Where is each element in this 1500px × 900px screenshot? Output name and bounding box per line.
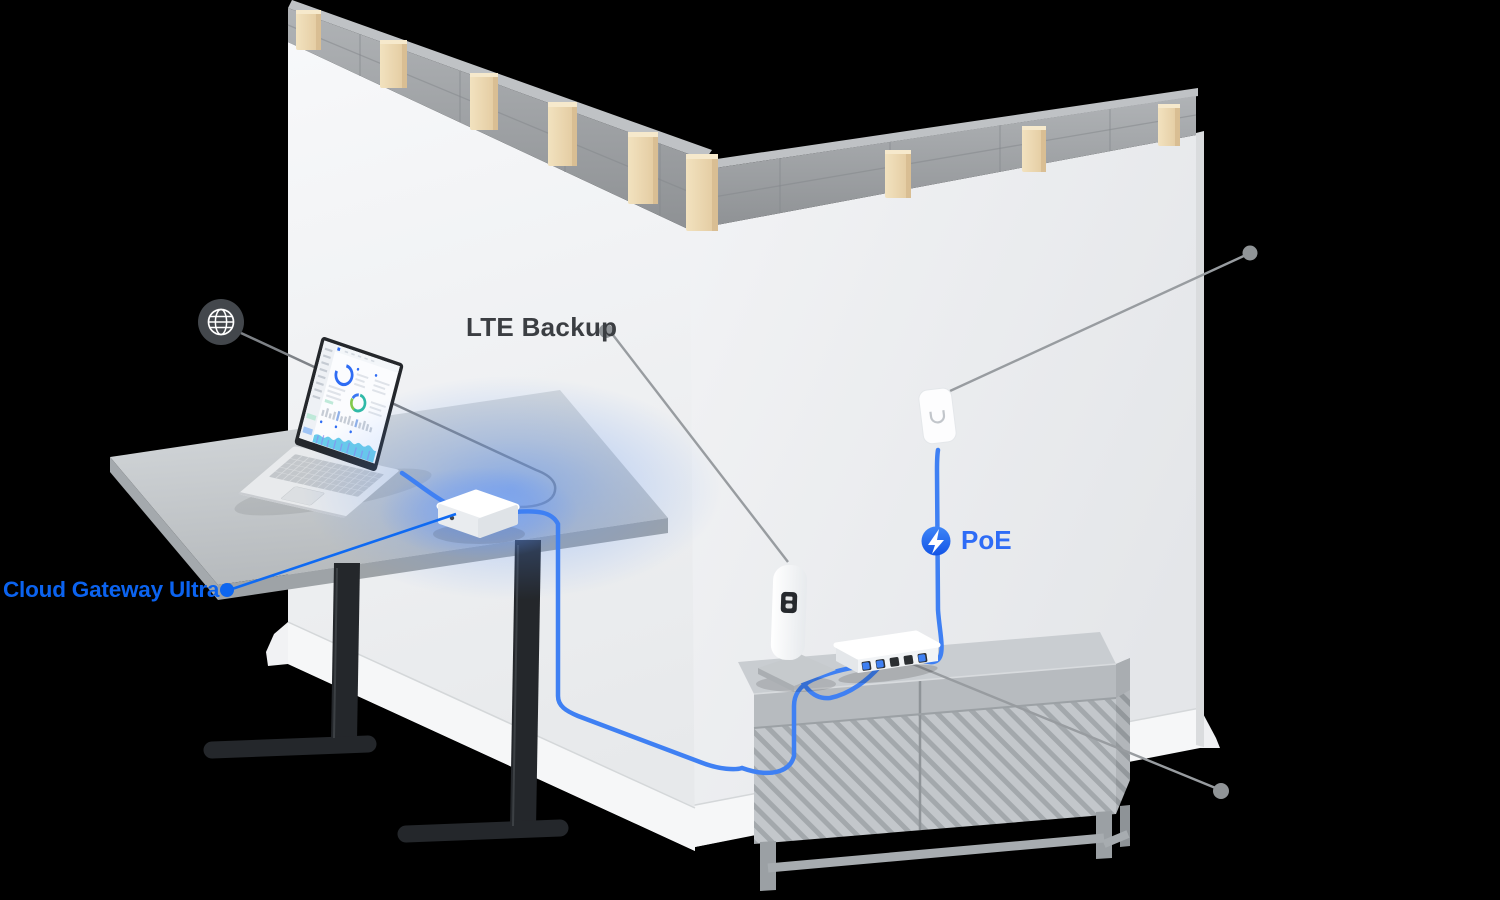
- callout-lte: [599, 324, 789, 563]
- switch-callout-dot: [1213, 783, 1229, 799]
- lte-backup-label: LTE Backup: [466, 312, 618, 342]
- callout-switch: [897, 656, 1229, 799]
- cabinet-louver-side: [1116, 658, 1130, 814]
- cable-gateway-to-cabinet: [511, 509, 745, 772]
- cable-switch-to-ap-poe: [921, 447, 944, 665]
- poe-label: PoE: [961, 525, 1012, 555]
- wall-studs-right: [885, 104, 1180, 198]
- cabinet-legs: [760, 805, 1130, 891]
- cloud-gateway-ultra-label[interactable]: Cloud Gateway Ultra: [3, 577, 220, 602]
- access-point: [918, 245, 1258, 445]
- poe-badge: [921, 526, 951, 556]
- wall-studs-left: [296, 10, 718, 231]
- cable-up-cabinet-to-switch: [739, 663, 867, 776]
- switch-device: [833, 630, 941, 684]
- ap-callout-line: [949, 252, 1249, 393]
- lte-modem-device: [756, 564, 836, 692]
- ap-callout-dot: [1242, 245, 1258, 261]
- globe-icon: [198, 299, 244, 345]
- lte-callout-dot: [599, 324, 613, 338]
- cabinet-louver-front: [754, 698, 1116, 844]
- cabinet-drawer-band: [754, 664, 1116, 728]
- concrete-cap-top-right: [702, 88, 1198, 170]
- lte-modem-stand: [758, 654, 836, 686]
- concrete-cap-right: [690, 96, 1196, 230]
- access-point-device: [918, 387, 957, 445]
- callout-cloud-gateway: [220, 512, 457, 597]
- cloud-gateway-callout-dot: [220, 583, 234, 597]
- cable-laptop-to-gateway: [399, 470, 449, 506]
- ubiquiti-logo-icon: [929, 410, 946, 424]
- cloud-gateway-device: [433, 489, 525, 544]
- lightning-bolt-icon: [928, 529, 944, 554]
- desk-legs: [203, 540, 569, 843]
- lan-cables: [399, 470, 745, 772]
